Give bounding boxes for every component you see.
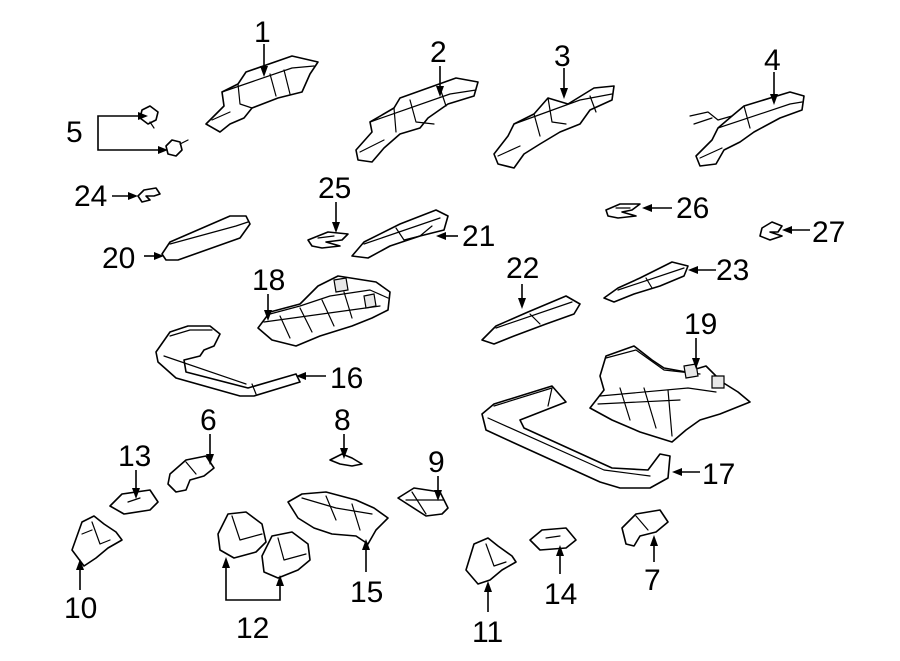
callout-18: 18 (252, 264, 285, 297)
part-17-sill (481, 385, 671, 489)
callout-5: 5 (66, 116, 83, 149)
part-6-bracket (167, 455, 215, 493)
callout-12: 12 (236, 612, 269, 645)
part-14-plate (529, 527, 577, 551)
part-18-floor-panel (257, 275, 391, 347)
part-16-sill (155, 325, 301, 397)
part-11-bracket (465, 537, 517, 585)
callout-8: 8 (334, 404, 351, 437)
callout-26: 26 (676, 192, 709, 225)
part-4-seat-track (689, 91, 805, 167)
part-27-clip (759, 221, 783, 241)
part-24-clip (137, 187, 161, 203)
part-3-seat-track (493, 85, 615, 169)
callout-23: 23 (716, 254, 749, 287)
callout-24: 24 (74, 180, 107, 213)
part-10-bracket (71, 515, 123, 567)
callout-6: 6 (200, 404, 217, 437)
part-26-clip (605, 203, 641, 219)
callout-10: 10 (64, 592, 97, 625)
callout-21: 21 (462, 220, 495, 253)
part-8-clip (329, 453, 363, 467)
callout-labels: 1 2 3 4 5 24 25 26 27 20 21 18 22 23 19 … (64, 16, 845, 649)
callout-13: 13 (118, 440, 151, 473)
callout-15: 15 (350, 576, 383, 609)
part-22-cover (481, 295, 581, 345)
callout-2: 2 (430, 36, 447, 69)
part-25-clip (307, 231, 349, 249)
callout-16: 16 (330, 362, 363, 395)
callout-19: 19 (684, 308, 717, 341)
part-5-bolts (139, 105, 189, 157)
part-7-bracket (621, 509, 669, 547)
callout-3: 3 (554, 40, 571, 73)
part-1-seat-track (205, 55, 319, 133)
callout-20: 20 (102, 242, 135, 275)
callout-1: 1 (254, 16, 271, 49)
callout-27: 27 (812, 216, 845, 249)
part-12-brackets (217, 511, 311, 579)
callout-25: 25 (318, 172, 351, 205)
callout-17: 17 (702, 458, 735, 491)
callout-11: 11 (472, 616, 503, 649)
callout-9: 9 (428, 446, 445, 479)
part-13-plate (109, 489, 159, 515)
leader-lines (76, 44, 810, 612)
callout-7: 7 (644, 564, 661, 597)
part-19-rear-floor (589, 345, 751, 443)
callout-4: 4 (764, 44, 781, 77)
callout-14: 14 (544, 578, 577, 611)
part-2-seat-track (355, 77, 479, 163)
part-23-cover (603, 261, 689, 303)
callout-22: 22 (506, 252, 539, 285)
part-21-cover (351, 209, 449, 259)
part-15-cover (287, 491, 389, 545)
part-20-cover (161, 215, 251, 261)
